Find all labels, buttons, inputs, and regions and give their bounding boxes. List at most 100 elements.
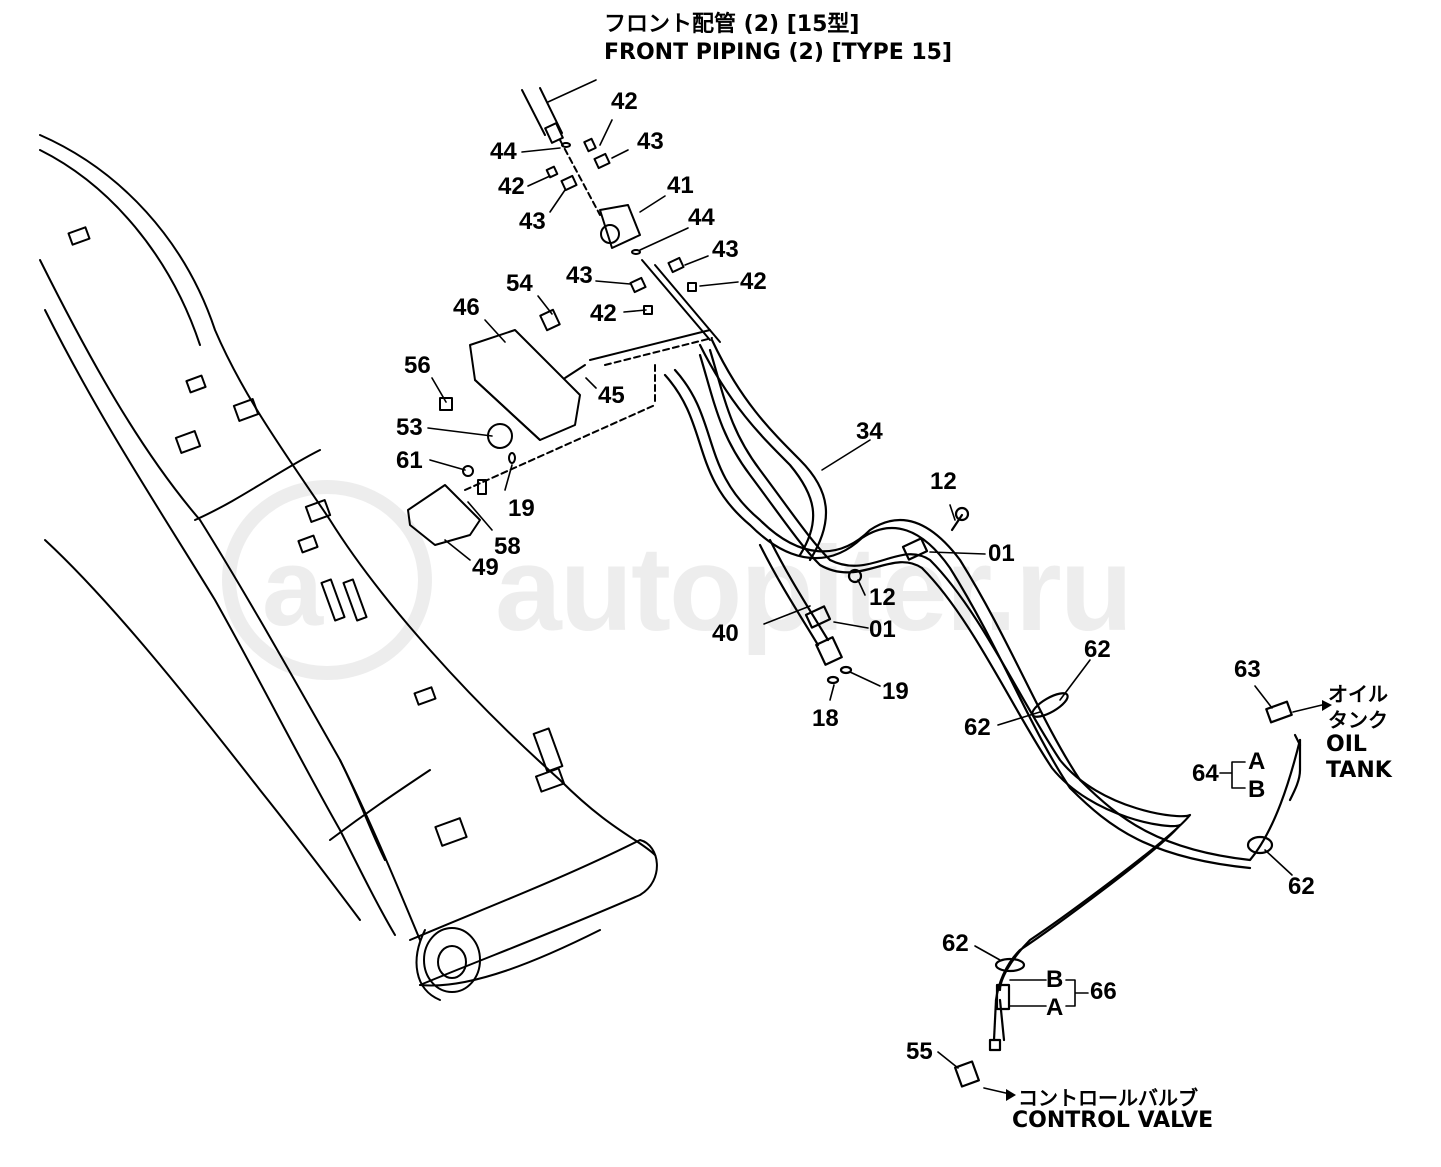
part-label-62: 62 <box>942 930 969 957</box>
clamp-01a <box>901 537 929 561</box>
part-label-62: 62 <box>1084 636 1111 663</box>
boom-boss <box>67 226 91 246</box>
part-label-43: 43 <box>712 236 739 263</box>
control-valve-label-jp: コントロールバルブ <box>1018 1086 1198 1110</box>
part-label-46: 46 <box>453 294 480 321</box>
part-label-66: 66 <box>1090 978 1117 1005</box>
bolt-head-12b <box>847 568 863 584</box>
oil-tank-label-en-1: OIL <box>1326 732 1367 757</box>
hose-64-tip <box>1293 733 1302 747</box>
part-label-41: 41 <box>667 172 694 199</box>
boom-boss <box>304 499 332 523</box>
watermark-logo-letter: a <box>262 526 324 649</box>
part-label-64-a: A <box>1248 748 1266 775</box>
part-label-55: 55 <box>906 1038 933 1065</box>
boom-outline-lower <box>39 259 421 941</box>
boom-arm <box>39 134 658 1001</box>
pipe-top <box>521 89 546 136</box>
part-label-66-a: A <box>1046 994 1064 1021</box>
fitting-55b <box>988 1038 1002 1052</box>
hose-lower-pair <box>768 538 830 642</box>
part-label-40: 40 <box>712 620 739 647</box>
seal-44b <box>631 249 641 255</box>
boom-outline-lower2 <box>44 309 396 936</box>
part-label-56: 56 <box>404 352 431 379</box>
part-label-44: 44 <box>490 138 517 165</box>
boom-boss <box>434 817 468 847</box>
oil-tank-label-jp-1: オイル <box>1328 682 1388 706</box>
connector-43d <box>629 276 647 294</box>
title-english: FRONT PIPING (2) [TYPE 15] <box>604 40 953 65</box>
connector-43c <box>667 256 685 274</box>
boom-end-bottom <box>419 929 601 987</box>
bolt-45 <box>564 364 586 379</box>
connector-43b <box>560 174 578 192</box>
boom-boss <box>232 398 260 422</box>
block-46-front <box>474 379 541 441</box>
part-label-34: 34 <box>856 418 883 445</box>
boom-boss <box>532 727 564 773</box>
part-label-42: 42 <box>590 300 617 327</box>
boom-boss <box>342 578 368 622</box>
boom-end-top <box>409 839 658 986</box>
bolt-head-12a <box>954 506 970 522</box>
boom-boss <box>174 430 202 454</box>
oil-tank-label-en-2: TANK <box>1326 758 1392 783</box>
boom-pin-boss <box>423 927 481 993</box>
arrow-control-valve <box>1006 1089 1016 1101</box>
clamp-01b <box>804 605 832 629</box>
block-49 <box>407 484 481 546</box>
hose-34 <box>710 338 828 562</box>
valve-41-port <box>600 224 620 244</box>
control-valve-label-en: CONTROL VALVE <box>1012 1108 1214 1133</box>
boom-boss <box>413 686 437 706</box>
part-label-01: 01 <box>988 540 1015 567</box>
part-label-42: 42 <box>498 173 525 200</box>
boom-outline-upper <box>39 134 656 856</box>
boom-boss <box>320 578 346 622</box>
oring-61 <box>462 465 474 477</box>
pipe-centerline <box>559 139 601 216</box>
valve-41 <box>599 204 641 249</box>
hose-a <box>673 368 1302 862</box>
part-label-49: 49 <box>472 554 499 581</box>
part-label-66-b: B <box>1046 966 1064 993</box>
bolt-56 <box>439 397 453 411</box>
boom-boss <box>534 767 566 793</box>
part-label-62: 62 <box>1288 873 1315 900</box>
boom-panel-line-3 <box>339 759 386 861</box>
fitting-pair <box>815 636 843 666</box>
part-label-19: 19 <box>882 678 909 705</box>
part-label-43: 43 <box>566 262 593 289</box>
hose-d <box>698 353 1182 1002</box>
boom-panel-line-2 <box>329 769 431 841</box>
boom-end-side <box>415 929 441 1001</box>
fitting-63 <box>1265 700 1293 724</box>
part-label-54: 54 <box>506 270 533 297</box>
part-label-58: 58 <box>494 533 521 560</box>
part-label-42: 42 <box>611 88 638 115</box>
fitting-55 <box>954 1060 980 1088</box>
hose-to-valve-2 <box>992 998 998 1042</box>
part-label-42: 42 <box>740 268 767 295</box>
part-label-43: 43 <box>519 208 546 235</box>
leader-lines <box>427 79 1323 1095</box>
upper-piping <box>521 87 721 343</box>
block-leader-dashed <box>464 404 656 491</box>
part-label-18: 18 <box>812 705 839 732</box>
part-label-43: 43 <box>637 128 664 155</box>
part-label-64: 64 <box>1192 760 1219 787</box>
boom-panel-line <box>194 449 321 521</box>
title-japanese: フロント配管 (2) [15型] <box>604 12 860 37</box>
seal-19b <box>839 665 853 675</box>
pipe-fitting-top <box>544 122 564 144</box>
hose-b <box>663 373 1252 870</box>
block-assembly <box>407 308 713 546</box>
hose-34b <box>698 343 815 557</box>
bolt-12a <box>950 513 964 532</box>
part-label-12: 12 <box>930 468 957 495</box>
arrow-oil-tank <box>1322 700 1332 711</box>
oil-tank-label-jp-2: タンク <box>1328 708 1388 732</box>
part-label-53: 53 <box>396 414 423 441</box>
hose-to-valve <box>998 998 1006 1042</box>
